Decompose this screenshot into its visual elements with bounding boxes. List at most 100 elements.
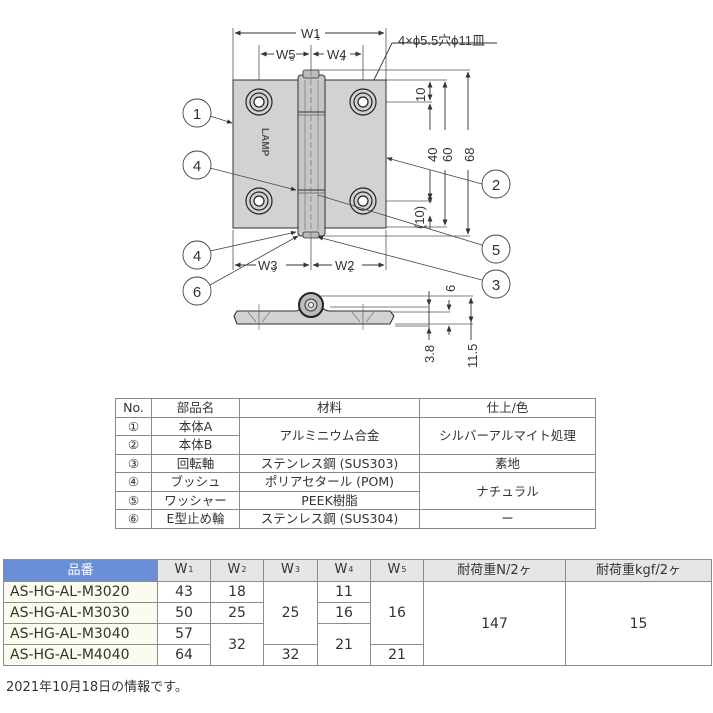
specification-table: 品番 W1 W2 W3 W4 W5 耐荷重N/2ヶ 耐荷重kgf/2ヶ AS-H… (3, 559, 712, 666)
svg-text:1: 1 (193, 106, 201, 123)
table-row: ③ 回転軸 ステンレス鋼 (SUS303) 素地 (115, 453, 596, 473)
col-header-w2: W2 (210, 559, 264, 582)
col-header-w5: W5 (370, 559, 424, 582)
part-material: アルミニウム合金 (239, 416, 420, 455)
dim-10-top: 10 (413, 88, 428, 102)
w3-value: 32 (263, 644, 318, 666)
w5-label: W5 (276, 47, 296, 62)
table-row: ① 本体A アルミニウム合金 シルバーアルマイト処理 (115, 416, 596, 455)
balloon-6 (182, 276, 212, 306)
balloon-1 (182, 98, 212, 128)
dim-10-bottom: (10) (412, 206, 427, 229)
part-no: ① (115, 416, 152, 436)
part-no: ④ (115, 472, 152, 492)
dim-11-5: 11.5 (465, 344, 480, 368)
col-header-part-number: 品番 (3, 559, 158, 582)
balloon-2 (481, 169, 511, 199)
hinge-technical-drawing: W1 W5 W4 4×ϕ5.5穴ϕ11皿 W3 W2 10 40 60 68 (… (182, 26, 511, 368)
table-row: AS-HG-AL-M3030 50 25 16 (3, 602, 712, 624)
w2-value: 32 (210, 623, 264, 666)
w1-value: 50 (157, 602, 211, 624)
w3-value: 25 (263, 581, 318, 645)
dim-68: 68 (462, 148, 477, 162)
col-header-load-kgf: 耐荷重kgf/2ヶ (565, 559, 712, 582)
col-header-finish: 仕上/色 (419, 398, 596, 418)
w1-label: W1 (301, 26, 321, 41)
info-date-footnote: 2021年10月18日の情報です。 (6, 680, 188, 695)
part-material: ステンレス鋼 (SUS303) (239, 453, 420, 473)
dim-6: 6 (443, 285, 458, 292)
part-name: ブッシュ (151, 472, 240, 492)
w3-label: W3 (258, 258, 278, 273)
svg-text:5: 5 (492, 242, 500, 259)
svg-text:3: 3 (272, 267, 276, 274)
part-number: AS-HG-AL-M3030 (3, 602, 158, 624)
lamp-logo: LAMP (259, 128, 270, 157)
svg-text:2: 2 (492, 177, 500, 194)
w4-label: W4 (327, 47, 347, 62)
col-header-w3: W3 (263, 559, 318, 582)
w4-value: 16 (317, 602, 371, 624)
svg-text:4: 4 (193, 158, 201, 175)
part-no: ② (115, 435, 152, 455)
part-finish: 素地 (419, 453, 596, 473)
balloon-3 (481, 269, 511, 299)
part-name: 回転軸 (151, 453, 240, 473)
svg-text:6: 6 (193, 284, 201, 301)
table-header-row: 品番 W1 W2 W3 W4 W5 耐荷重N/2ヶ 耐荷重kgf/2ヶ (3, 559, 712, 582)
part-material: ステンレス鋼 (SUS304) (239, 509, 420, 529)
svg-text:5: 5 (290, 56, 294, 63)
table-row: ④ ブッシュ ポリアセタール (POM) ナチュラル (115, 472, 596, 510)
w1-value: 64 (157, 644, 211, 666)
table-header-row: No. 部品名 材料 仕上/色 (115, 398, 596, 418)
part-material: ポリアセタール (POM) (239, 472, 420, 492)
w5-value: 16 (370, 581, 424, 645)
hole-note: 4×ϕ5.5穴ϕ11皿 (398, 33, 485, 48)
balloon-4-bottom (182, 240, 212, 270)
part-number: AS-HG-AL-M3020 (3, 581, 158, 603)
svg-text:1: 1 (316, 35, 320, 42)
dim-3-8: 3.8 (422, 345, 437, 363)
part-finish: ー (419, 509, 596, 529)
dim-40: 40 (425, 148, 440, 162)
hinge-side-view (233, 292, 395, 330)
w1-value: 57 (157, 623, 211, 645)
col-header-material: 材料 (239, 398, 420, 418)
part-number: AS-HG-AL-M3040 (3, 623, 158, 645)
svg-text:4: 4 (193, 248, 201, 265)
balloon-4-top (182, 150, 212, 180)
w2-label: W2 (335, 258, 355, 273)
w5-value: 21 (370, 644, 424, 666)
col-header-w1: W1 (157, 559, 211, 582)
table-row: ⑤ ワッシャー PEEK樹脂 (115, 490, 596, 510)
w1-value: 43 (157, 581, 211, 603)
part-finish: シルバーアルマイト処理 (419, 416, 596, 455)
svg-text:4: 4 (341, 56, 345, 63)
col-header-load-n: 耐荷重N/2ヶ (423, 559, 566, 582)
part-name: 本体B (151, 435, 240, 455)
col-header-w4: W4 (317, 559, 371, 582)
col-header-no: No. (115, 398, 152, 418)
table-row: AS-HG-AL-M4040 64 32 21 (3, 644, 712, 666)
part-no: ⑤ (115, 490, 152, 510)
part-no: ⑥ (115, 509, 152, 529)
col-header-part-name: 部品名 (151, 398, 240, 418)
part-name: 本体A (151, 416, 240, 436)
parts-materials-table: No. 部品名 材料 仕上/色 ① 本体A アルミニウム合金 シルバーアルマイト… (115, 398, 596, 529)
table-row: ⑥ E型止め輪 ステンレス鋼 (SUS304) ー (115, 509, 596, 529)
table-row: ② 本体B (115, 435, 596, 455)
part-finish: ナチュラル (419, 472, 596, 510)
balloon-5 (481, 234, 511, 264)
svg-text:3: 3 (492, 277, 500, 294)
part-name: E型止め輪 (151, 509, 240, 529)
table-row: AS-HG-AL-M3020 43 18 25 11 16 147 15 (3, 581, 712, 666)
w2-value: 18 (210, 581, 264, 603)
part-number: AS-HG-AL-M4040 (3, 644, 158, 666)
hinge-front-view: LAMP (232, 69, 387, 239)
part-name: ワッシャー (151, 490, 240, 510)
part-material: PEEK樹脂 (239, 490, 420, 510)
load-kgf-value: 15 (565, 581, 712, 666)
dim-60: 60 (440, 148, 455, 162)
w4-value: 21 (317, 623, 371, 666)
load-n-value: 147 (423, 581, 566, 666)
